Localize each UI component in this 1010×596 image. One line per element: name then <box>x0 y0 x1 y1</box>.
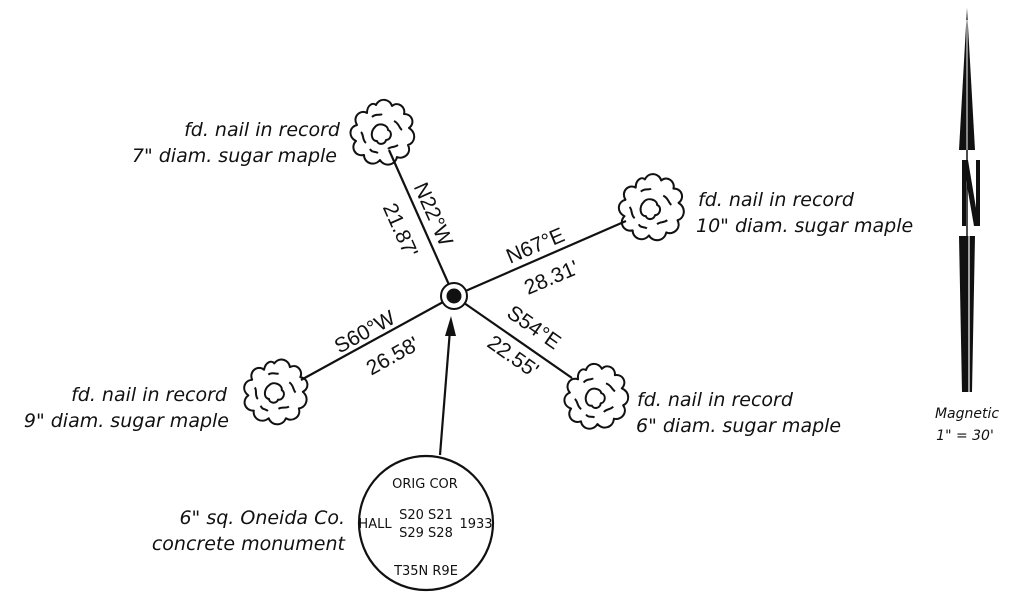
tie-line-nw <box>387 149 456 297</box>
leader-arrowhead <box>445 316 456 336</box>
north-arrow-label: Magnetic <box>935 406 999 422</box>
tree-icon-se <box>558 358 633 434</box>
monument-caption-line2: concrete monument <box>152 533 347 555</box>
tie-nw-note-line2: 7" diam. sugar maple <box>132 145 337 167</box>
monument-bottom-text: T35N R9E <box>393 564 458 579</box>
monument-sections-top: S20 S21 <box>399 508 453 523</box>
tie-line-ne <box>453 219 627 298</box>
monument-sections-bottom: S29 S28 <box>399 526 453 541</box>
tie-se-note-line1: fd. nail in record <box>637 389 794 411</box>
tie-se-note-line2: 6" diam. sugar maple <box>636 415 841 437</box>
tie-sw-note-line2: 9" diam. sugar maple <box>24 410 229 432</box>
monument-top-text: ORIG COR <box>392 477 458 492</box>
monument-caption-line1: 6" sq. Oneida Co. <box>179 507 345 529</box>
monument-leader-line <box>438 329 452 456</box>
north-arrow <box>959 8 980 392</box>
tie-ne-note-line1: fd. nail in record <box>698 189 855 211</box>
tie-ne-note-line2: 10" diam. sugar maple <box>696 215 913 237</box>
tie-sw-note-line1: fd. nail in record <box>71 384 228 406</box>
tree-icon-ne <box>617 173 685 242</box>
monument-disc: ORIG COR HALL S20 S21 S29 S28 1933 T35N … <box>357 454 495 592</box>
tie-line-sw <box>300 295 455 381</box>
corner-symbol-inner <box>446 288 462 304</box>
tree-icon-nw <box>349 98 416 166</box>
tree-icon-sw <box>237 352 314 430</box>
tie-line-se <box>453 295 573 379</box>
scale-label: 1" = 30' <box>936 428 994 444</box>
monument-left-text: HALL <box>358 517 392 532</box>
tie-nw-note-line1: fd. nail in record <box>184 119 341 141</box>
monument-year: 1933 <box>459 517 492 532</box>
